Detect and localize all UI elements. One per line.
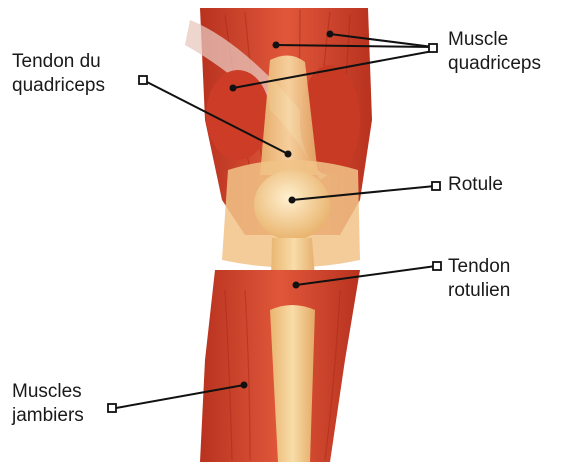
label-muscle-quadriceps: Muscle quadriceps [448, 28, 541, 76]
label-rotule: Rotule [448, 173, 503, 197]
label-line: quadriceps [12, 74, 105, 98]
label-muscles-jambiers: Muscles jambiers [12, 380, 84, 428]
label-tendon-rotulien: Tendon rotulien [448, 255, 510, 303]
label-line: Muscle [448, 28, 541, 52]
label-tendon-du-quadriceps: Tendon du quadriceps [12, 50, 105, 98]
label-line: Tendon [448, 255, 510, 279]
label-line: quadriceps [448, 52, 541, 76]
label-line: Tendon du [12, 50, 105, 74]
label-line: Muscles [12, 380, 84, 404]
label-line: Rotule [448, 173, 503, 197]
patella-shape [254, 170, 330, 240]
label-line: rotulien [448, 279, 510, 303]
label-line: jambiers [12, 404, 84, 428]
